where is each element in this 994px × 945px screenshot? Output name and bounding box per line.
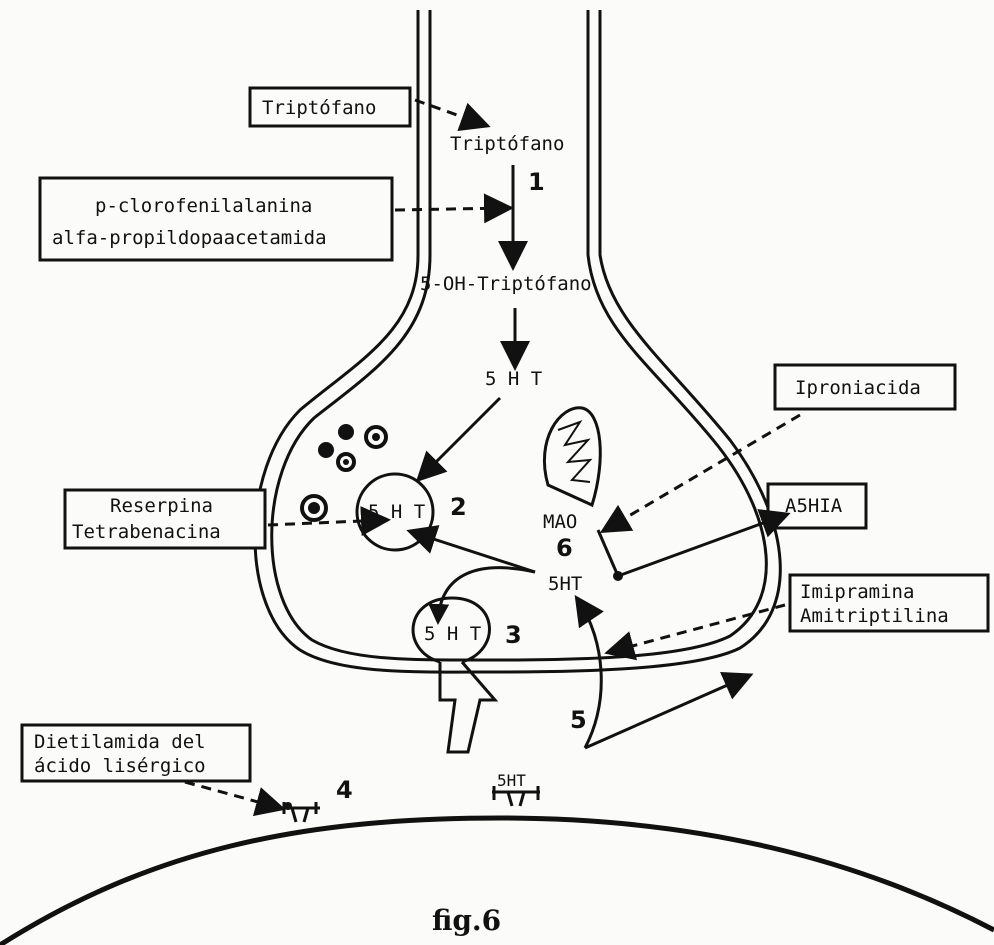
triptofano-label: Triptófano [450, 133, 564, 155]
pclorofenil-line2: alfa-propildopaacetamida [52, 227, 327, 249]
sht-storage-arrow [420, 398, 500, 478]
triptofano-box-label: Triptófano [262, 97, 376, 119]
sht-free-label: 5HT [548, 573, 582, 595]
mao-link [598, 530, 618, 576]
release-vesicle [413, 598, 495, 752]
oh-triptofano-label: 5-OH-Triptófano [420, 273, 592, 295]
reserpina-line1: Reserpina [110, 495, 213, 517]
step-5: 5 [570, 706, 587, 734]
step-2: 2 [450, 493, 467, 521]
a5hia-label: A5HIA [785, 495, 843, 517]
imipramina-line2: Amitriptilina [800, 605, 949, 627]
mitochondrion [544, 408, 600, 505]
sht-receptor-label: 5HT [497, 771, 526, 790]
step-4: 4 [336, 776, 353, 804]
lsd-arrow [185, 782, 280, 808]
imipramina-inhibit-arrow [610, 605, 785, 652]
mao-junction [613, 571, 623, 581]
reserpina-line2: Tetrabenacina [72, 521, 221, 543]
iproniacida-label: Iproniacida [795, 377, 921, 399]
step-1: 1 [528, 168, 545, 196]
figure-caption: fig.6 [432, 904, 501, 937]
dietilamida-line1: Dietilamida del [34, 731, 206, 753]
step-6: 6 [556, 534, 573, 562]
dietilamida-line2: ácido lisérgico [34, 755, 206, 777]
a5hia-arrow [618, 515, 785, 576]
reuptake-to-vesicle-arrow [412, 532, 535, 572]
lsd-receptor [280, 802, 320, 822]
diffusion-arrow [585, 676, 748, 748]
sht-vesicle-label: 5 H T [368, 501, 425, 523]
triptofano-uptake-arrow [415, 100, 485, 125]
step-3: 3 [505, 621, 522, 649]
sht-release-label: 5 H T [424, 623, 481, 645]
imipramina-line1: Imipramina [800, 581, 914, 603]
sht-top-label: 5 H T [485, 368, 542, 390]
pclorofenil-inhibit-arrow [395, 208, 508, 210]
pclorofenil-line1: p-clorofenilalanina [95, 195, 312, 217]
mao-label: MAO [543, 511, 577, 533]
